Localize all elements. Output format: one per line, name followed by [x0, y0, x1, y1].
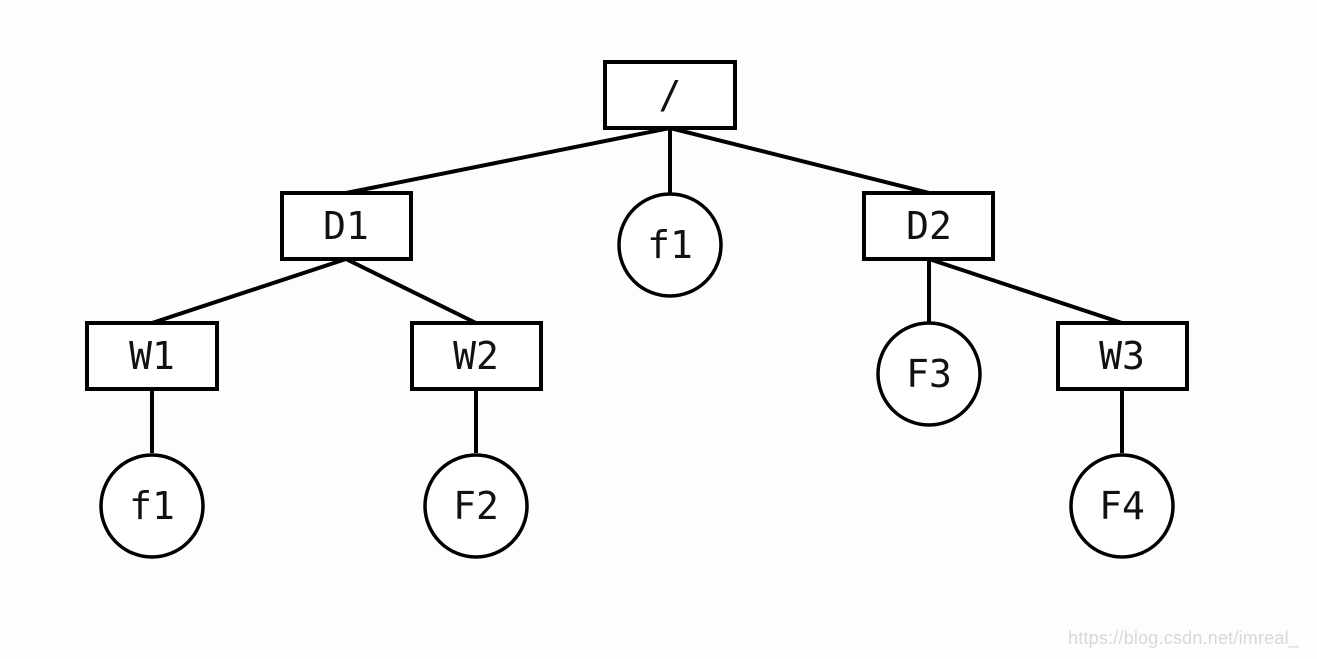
node-f2: F2	[423, 453, 529, 559]
node-d2: D2	[862, 191, 995, 261]
node-f4: F4	[1069, 453, 1175, 559]
node-root: /	[603, 60, 737, 130]
node-w1-label: W1	[129, 334, 175, 378]
node-f3: F3	[876, 321, 982, 427]
node-f2-label: F2	[453, 484, 499, 528]
node-root-label: /	[659, 73, 682, 117]
edges	[150, 126, 1124, 453]
node-w1: W1	[85, 321, 219, 391]
node-f3-label: F3	[906, 352, 952, 396]
node-w2-label: W2	[453, 334, 499, 378]
node-w3: W3	[1056, 321, 1189, 391]
edge-d2-w3	[928, 257, 1123, 325]
node-f4-label: F4	[1099, 484, 1145, 528]
edge-d1-w1	[151, 257, 347, 325]
node-f1-left-label: f1	[129, 484, 175, 528]
node-d1-label: D1	[323, 204, 369, 248]
node-d2-label: D2	[906, 204, 952, 248]
watermark: https://blog.csdn.net/imreal_	[1068, 628, 1299, 648]
node-d1: D1	[280, 191, 413, 261]
node-w2: W2	[410, 321, 543, 391]
edge-root-d2	[669, 126, 930, 195]
node-f1-mid-label: f1	[647, 223, 693, 267]
node-f1-left: f1	[99, 453, 205, 559]
edge-d1-w2	[345, 257, 477, 325]
node-f1-mid: f1	[617, 192, 723, 298]
node-w3-label: W3	[1099, 334, 1145, 378]
edge-root-d1	[345, 126, 671, 195]
